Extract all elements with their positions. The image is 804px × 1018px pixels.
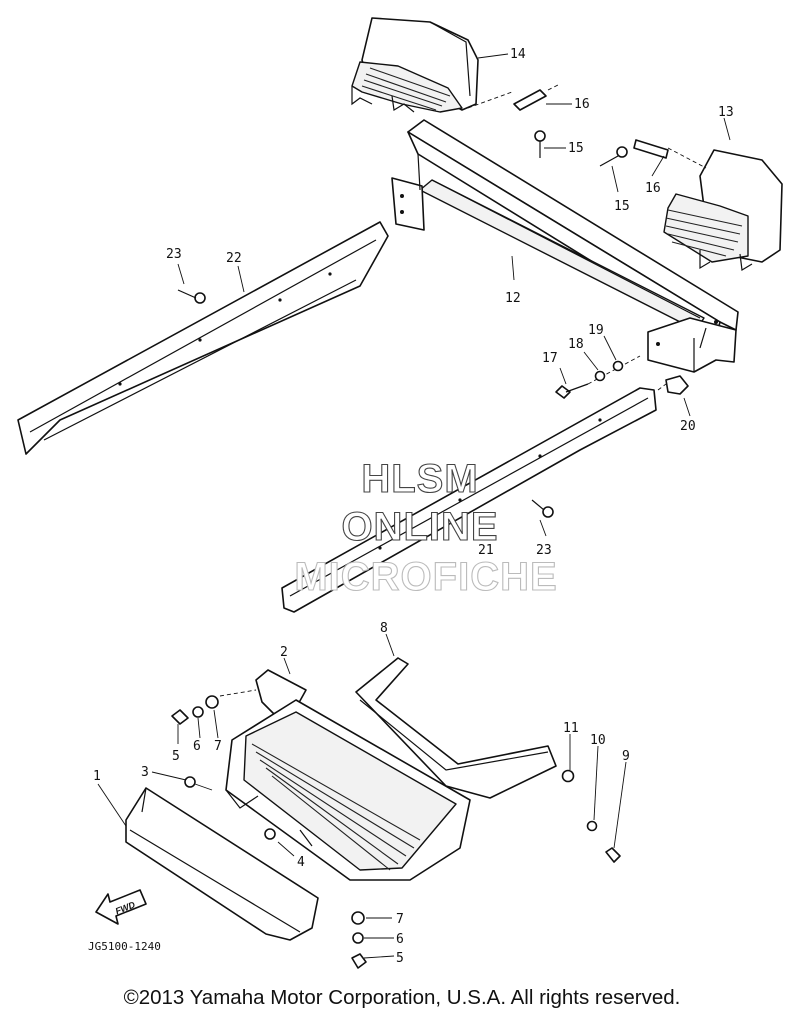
part-3-bolt — [184, 776, 213, 791]
copyright-notice: ©2013 Yamaha Motor Corporation, U.S.A. A… — [123, 986, 681, 1009]
part-15-rivet-right — [599, 146, 628, 167]
part-14-bumper-end-cap — [351, 17, 479, 113]
callout-15-second: 15 — [614, 199, 630, 214]
part-6-washer-lower — [352, 932, 364, 944]
callout-14: 14 — [510, 47, 526, 62]
part-6-washer-upper — [192, 706, 204, 718]
callout-6-second: 6 — [396, 932, 404, 947]
watermark: HLSM ONLINE MICROFICHE — [294, 456, 557, 599]
part-11-collar — [561, 769, 575, 783]
callout-22: 22 — [226, 251, 242, 266]
callout-5-second: 5 — [396, 951, 404, 966]
watermark-line-2: ONLINE — [341, 505, 498, 549]
callout-17: 17 — [542, 351, 558, 366]
watermark-line-3: MICROFICHE — [294, 555, 557, 599]
callout-3: 3 — [141, 765, 149, 780]
fwd-arrow-icon: FWD — [95, 889, 147, 925]
part-1-bumper-cover — [125, 787, 319, 941]
callout-6: 6 — [193, 739, 201, 754]
callout-labels: 1 2 3 4 5 6 7 8 9 10 11 12 13 14 15 16 1… — [93, 47, 734, 966]
callout-8: 8 — [380, 621, 388, 636]
part-5-bolt-lower — [351, 953, 367, 969]
part-5-bolt-upper — [171, 709, 189, 725]
callout-1: 1 — [93, 769, 101, 784]
callout-21: 21 — [478, 543, 494, 558]
part-16-pin-left — [467, 83, 561, 111]
part-16-pin-right — [633, 139, 669, 159]
callout-10: 10 — [590, 733, 606, 748]
part-18-washer — [594, 370, 606, 382]
watermark-line-1: HLSM — [361, 457, 478, 501]
callout-13: 13 — [718, 105, 734, 120]
part-21-side-rail-right — [281, 387, 657, 613]
leader-lines — [97, 53, 731, 959]
callout-19: 19 — [588, 323, 604, 338]
part-22-side-rail-left — [17, 221, 389, 455]
callout-4: 4 — [297, 855, 305, 870]
callout-11: 11 — [563, 721, 579, 736]
part-15-rivet-left — [534, 130, 546, 158]
part-23-screw-left — [177, 289, 206, 304]
callout-23-second: 23 — [536, 543, 552, 558]
part-23-screw-right — [531, 499, 554, 518]
callout-7-second: 7 — [396, 912, 404, 927]
callout-16-second: 16 — [645, 181, 661, 196]
part-8-bumper-bracket — [355, 657, 557, 799]
part-19-washer — [612, 360, 624, 372]
figure-code: JG5100-1240 — [88, 940, 161, 953]
part-20-nut — [657, 375, 689, 395]
part-7-collar-upper — [205, 695, 219, 709]
callout-9: 9 — [622, 749, 630, 764]
part-10-washer — [586, 820, 598, 832]
callout-23: 23 — [166, 247, 182, 262]
callout-5: 5 — [172, 749, 180, 764]
callout-16: 16 — [574, 97, 590, 112]
part-4-nut — [264, 828, 276, 840]
callout-12: 12 — [505, 291, 521, 306]
callout-2: 2 — [280, 645, 288, 660]
part-12-bumper-frame — [391, 119, 739, 373]
part-7-collar-lower — [351, 911, 365, 925]
part-9-bolt — [605, 847, 621, 863]
part-13-bumper-end-cap — [663, 147, 783, 271]
callout-7: 7 — [214, 739, 222, 754]
callout-15: 15 — [568, 141, 584, 156]
callout-20: 20 — [680, 419, 696, 434]
callout-18: 18 — [568, 337, 584, 352]
bumper-body — [225, 699, 471, 881]
